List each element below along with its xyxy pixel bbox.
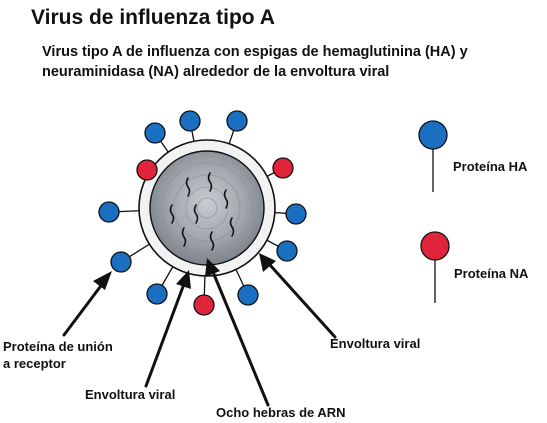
legend-ha-symbol <box>418 120 448 192</box>
rna-strand-8 <box>209 231 215 251</box>
rna-strand-2 <box>207 172 213 192</box>
arrow-envelope-right <box>259 253 337 339</box>
arrow-envelope-left <box>144 270 191 388</box>
ha-spike <box>237 284 259 306</box>
ha-spike <box>98 201 120 223</box>
na-spike <box>272 157 294 179</box>
diagram-subtitle: Virus tipo A de influenza con espigas de… <box>42 42 547 82</box>
rna-strand-1 <box>185 177 191 197</box>
core-texture <box>161 162 253 254</box>
subtitle-line-2: neuraminidasa (NA) alrededor de la envol… <box>42 64 390 80</box>
ha-spike <box>179 110 201 132</box>
label-receptor-protein: Proteína de unión a receptor <box>3 338 113 372</box>
label-rna-strands: Ocho hebras de ARN <box>216 405 346 420</box>
rna-strands <box>169 172 235 251</box>
ha-spike <box>226 110 248 132</box>
label-receptor-line-2: a receptor <box>3 356 66 371</box>
na-spike <box>193 294 215 316</box>
label-receptor-line-1: Proteína de unión <box>3 339 113 354</box>
rna-strand-4 <box>169 204 175 224</box>
ha-spike <box>110 251 132 273</box>
arrow-rna <box>205 258 270 407</box>
ha-spike <box>146 283 168 305</box>
na-spike <box>136 159 158 181</box>
rna-strand-5 <box>193 204 199 224</box>
label-envelope-left: Envoltura viral <box>85 387 176 402</box>
label-envelope-right: Envoltura viral <box>330 336 421 351</box>
legend-na-label: Proteína NA <box>454 266 529 281</box>
ha-spike <box>276 240 298 262</box>
viral-core <box>149 150 265 266</box>
pointer-arrows <box>62 253 337 407</box>
spike-heads <box>98 110 307 316</box>
subtitle-line-1: Virus tipo A de influenza con espigas de… <box>42 44 468 60</box>
arrow-receptor <box>62 271 112 337</box>
legend-ha-label: Proteína HA <box>453 159 528 174</box>
diagram-title: Virus de influenza tipo A <box>31 6 275 29</box>
ha-spike <box>285 203 307 225</box>
rna-strand-6 <box>229 217 235 237</box>
rna-strand-7 <box>181 227 187 247</box>
ha-spike <box>144 122 166 144</box>
rna-strand-3 <box>223 189 229 209</box>
legend-na-symbol <box>420 231 450 303</box>
